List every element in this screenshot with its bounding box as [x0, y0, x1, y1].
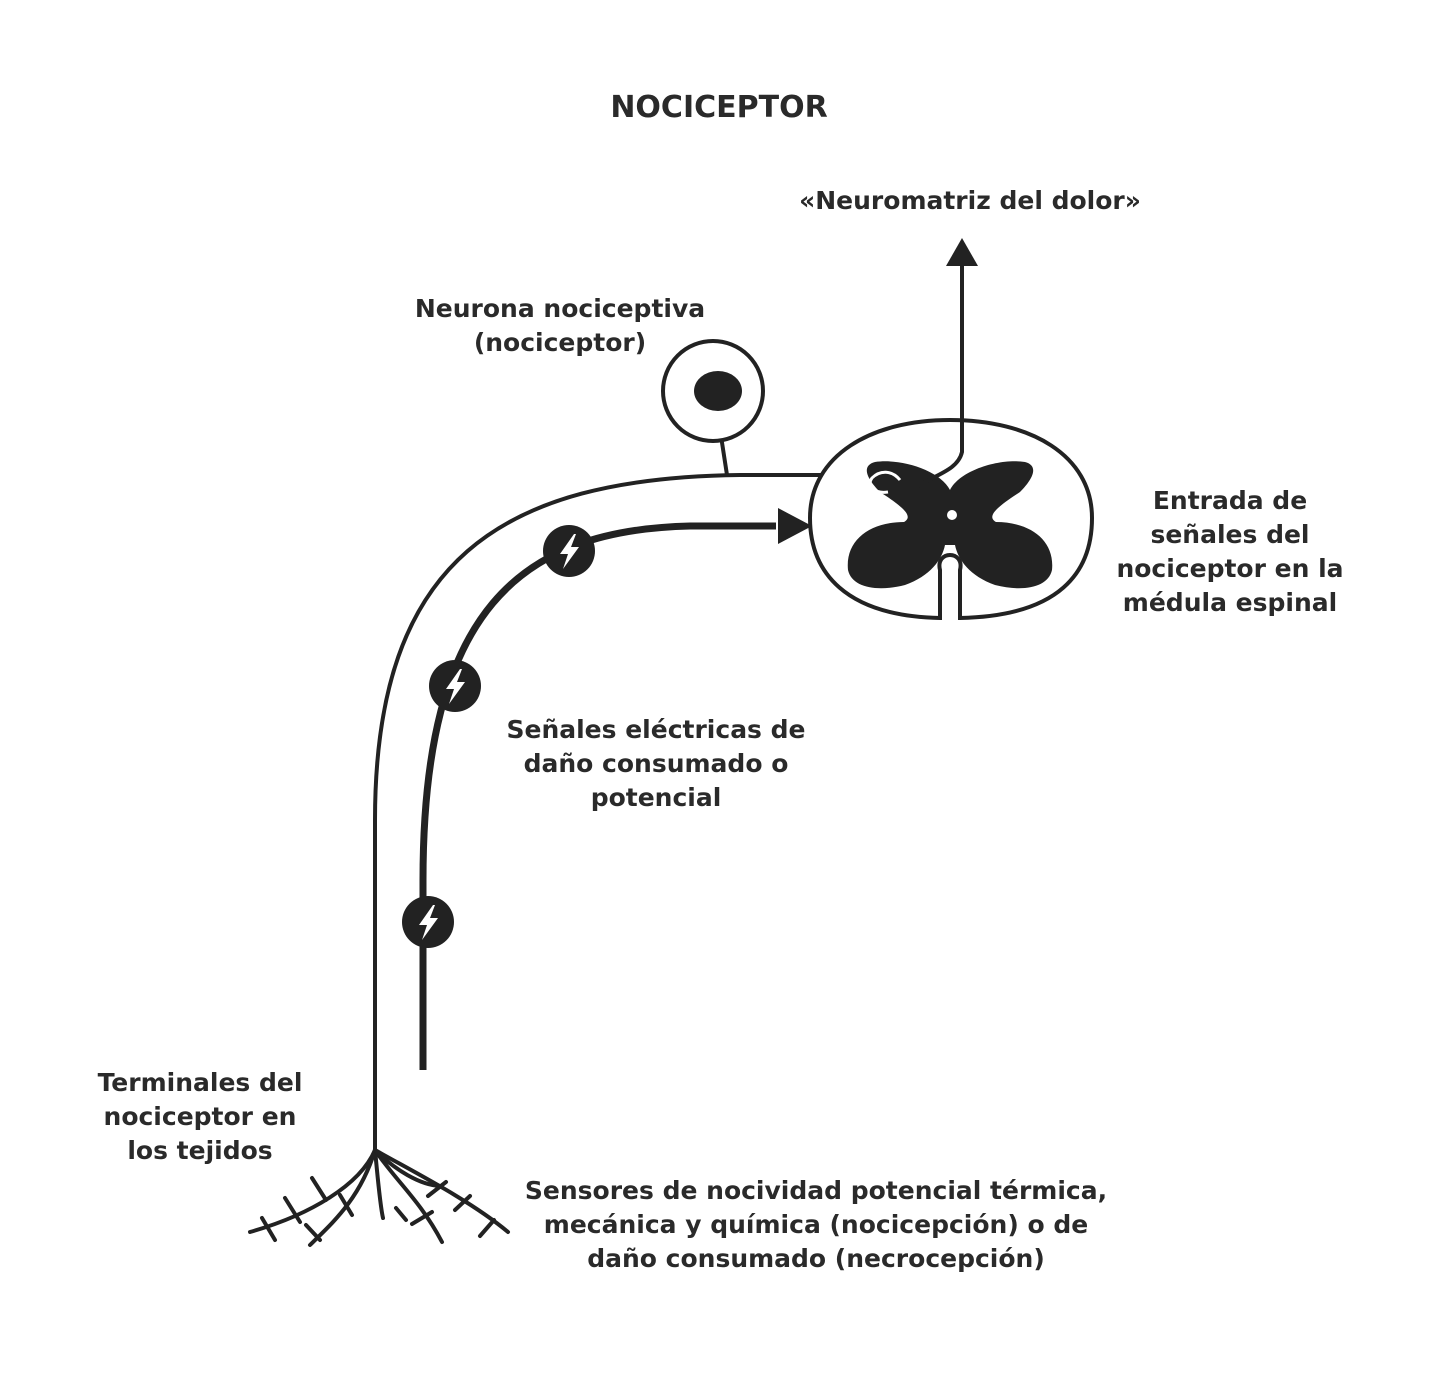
incoming-signal-hook-icon	[868, 470, 902, 494]
diagram-title: NOCICEPTOR	[610, 90, 828, 125]
label-line: (nociceptor)	[473, 328, 647, 357]
label-line: Entrada de	[1152, 486, 1308, 515]
label-line: nociceptor en	[103, 1102, 297, 1131]
neuromatrix-label: «Neuromatriz del dolor»	[799, 186, 1141, 215]
ascending-path	[916, 262, 964, 488]
ascending-arrowhead	[946, 238, 978, 266]
label-line: potencial	[590, 783, 722, 812]
label-line: señales del	[1150, 520, 1310, 549]
nociceptor-axon	[373, 473, 870, 1150]
spinal-entry-label: Entrada de señales del nociceptor en la …	[1080, 484, 1380, 620]
spinal-gray-matter	[847, 461, 1053, 589]
label-line: Sensores de nocividad potencial térmica,	[524, 1176, 1108, 1205]
neuron-nucleus	[694, 371, 742, 411]
soma-stalk	[719, 435, 729, 476]
label-line: nociceptor en la	[1116, 554, 1344, 583]
label-line: mecánica y química (nocicepción) o de	[543, 1210, 1089, 1239]
lightning-icon	[429, 660, 481, 712]
label-line: médula espinal	[1122, 588, 1338, 617]
spinal-cord-cross-section	[807, 417, 1095, 621]
label-line: Neurona nociceptiva	[414, 294, 706, 323]
lightning-icon	[543, 525, 595, 577]
signal-path-arrowhead	[778, 508, 812, 544]
signal-path-line	[419, 522, 776, 1070]
label-line: daño consumado (necrocepción)	[587, 1244, 1045, 1273]
electrical-signals-label: Señales eléctricas de daño consumado o p…	[470, 713, 842, 815]
label-line: Terminales del	[97, 1068, 303, 1097]
nociceptive-neuron-label: Neurona nociceptiva (nociceptor)	[370, 292, 750, 360]
label-line: daño consumado o	[523, 749, 789, 778]
sensors-label: Sensores de nocividad potencial térmica,…	[490, 1174, 1142, 1276]
lightning-icon	[402, 896, 454, 948]
label-line: Señales eléctricas de	[506, 715, 806, 744]
central-canal	[947, 510, 957, 520]
label-line: los tejidos	[127, 1136, 273, 1165]
tissue-terminals-label: Terminales del nociceptor en los tejidos	[60, 1066, 340, 1168]
nerve-terminals	[248, 1148, 510, 1247]
